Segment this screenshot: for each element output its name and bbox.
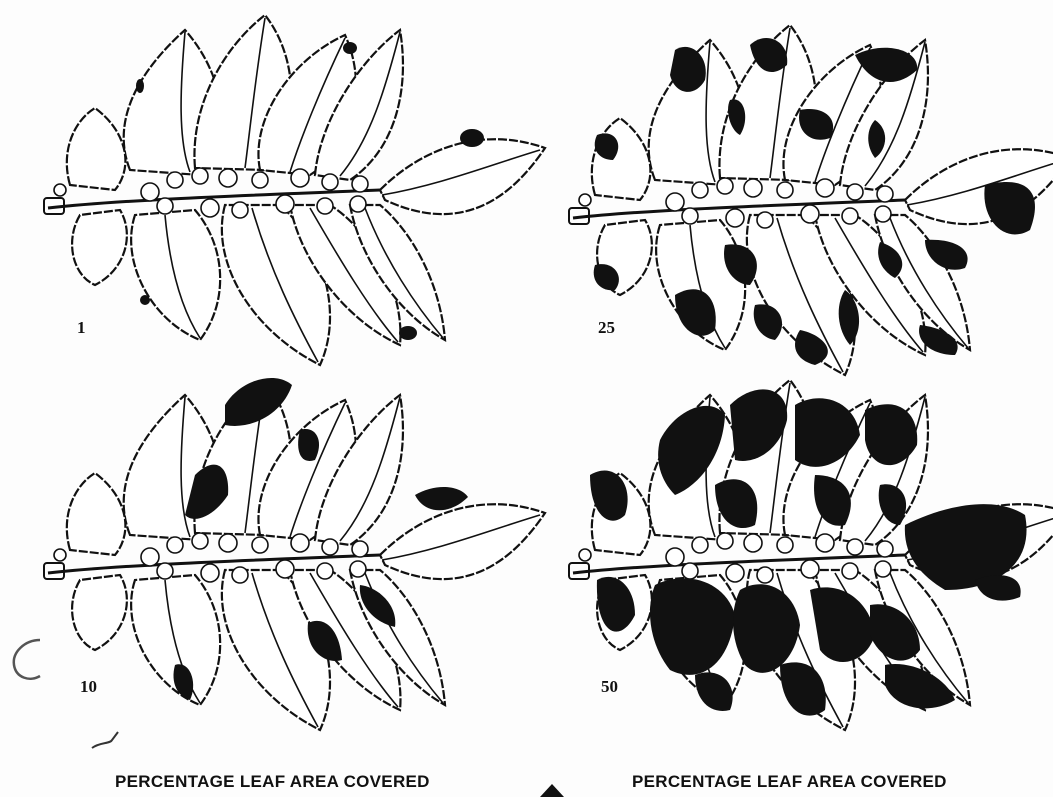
panel-label-10: 10 <box>80 677 97 697</box>
scan-artifact-triangle <box>540 784 564 797</box>
scan-artifact-arc <box>14 640 40 679</box>
leaf-panel-10 <box>44 378 545 730</box>
panel-label-50: 50 <box>601 677 618 697</box>
panel-label-1: 1 <box>77 318 86 338</box>
leaf-panel-1 <box>44 15 545 365</box>
scan-artifact-mark <box>92 732 118 748</box>
caption-right: PERCENTAGE LEAF AREA COVERED <box>632 772 947 792</box>
panel-label-25: 25 <box>598 318 615 338</box>
leaf-panel-50 <box>569 380 1053 730</box>
caption-left: PERCENTAGE LEAF AREA COVERED <box>115 772 430 792</box>
leaf-panel-25 <box>569 25 1053 375</box>
